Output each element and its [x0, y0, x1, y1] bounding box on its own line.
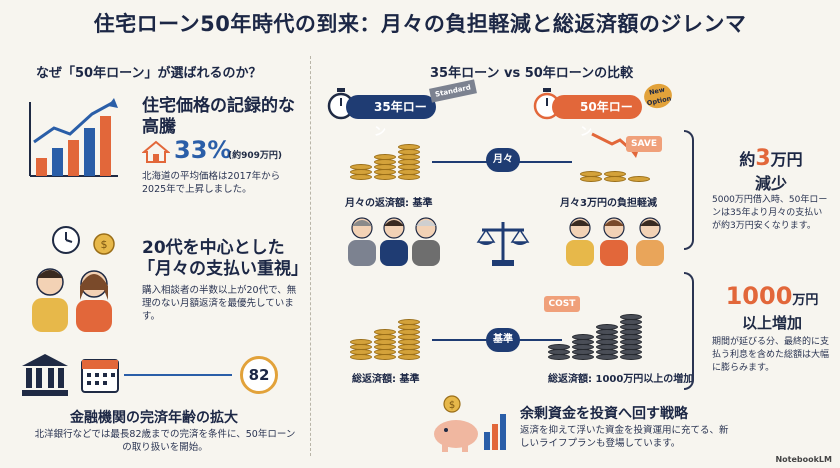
saving-unit: 万円	[770, 150, 803, 169]
notebooklm-watermark: NotebookLM	[775, 455, 832, 464]
label-50-total: 総返済額: 1000万円以上の増加	[548, 374, 694, 385]
age-82-badge: 82	[240, 356, 278, 394]
rising-bar-chart-icon	[29, 98, 118, 177]
page-title: 住宅ローン50年時代の到来：月々の負担軽減と総返済額のジレンマ	[93, 12, 747, 36]
increase-number: 1000	[725, 282, 793, 310]
svg-text:$: $	[101, 238, 108, 251]
item1-percent: 33%	[174, 136, 232, 164]
svg-text:$: $	[449, 400, 455, 411]
pill-35-year: 35年ローン	[346, 95, 436, 138]
item1-desc: 北海道の平均価格は2017年から2025年で上昇しました。	[142, 171, 281, 195]
calendar-icon	[81, 359, 119, 393]
coins-35-monthly	[350, 140, 430, 186]
save-tag: SAVE	[626, 136, 662, 152]
right-section-title: 35年ローン vs 50年ローンの比較	[430, 66, 634, 81]
label-35-monthly: 月々の返済額: 基準	[345, 198, 433, 209]
item2-heading-line1: 20代を中心とした	[142, 238, 285, 258]
coins-50-total	[548, 300, 668, 364]
increase-suffix: 以上増加	[741, 314, 802, 332]
increase-brace	[684, 272, 694, 390]
increase-unit: 万円	[792, 293, 819, 308]
label-50-monthly: 月々3万円の負担軽減	[560, 198, 657, 209]
item1-percent-note: (約909万円)	[228, 151, 283, 161]
coins-35-total	[350, 312, 430, 364]
young-couple-illustration: $	[32, 226, 115, 332]
saving-desc: 5000万円借入時、50年ローンは35年より月々の支払いが約3万円安くなります。	[712, 195, 828, 231]
young-group-50-illustration	[566, 217, 664, 266]
saving-headline: 約3万円	[716, 146, 826, 171]
strategy-desc: 返済を抑えて浮いた資金を投資運用に充てる、新しいライフプランも登場しています。	[520, 425, 729, 449]
pill-50-year: 50年ローン	[552, 95, 642, 138]
left-section-title: なぜ「50年ローン」が選ばれるのか？	[36, 66, 262, 81]
saving-number: 3	[755, 146, 771, 171]
strategy-heading: 余剰資金を投資へ回す戦略	[520, 406, 688, 422]
saving-brace	[684, 130, 694, 250]
family-group-35-illustration	[348, 217, 440, 266]
item3-heading: 金融機関の完済年齢の拡大	[70, 410, 238, 426]
monthly-center-badge: 月々	[486, 148, 520, 172]
new-option-tag: New Option	[641, 81, 675, 111]
label-35-total: 総返済額: 基準	[352, 374, 420, 385]
piggy-bank-growth-icon: $	[434, 395, 506, 452]
increase-headline: 1000万円	[712, 282, 832, 310]
timeline-arrow-line	[124, 374, 232, 376]
item3-desc: 北洋銀行などでは最長82歳までの完済を条件に、50年ローンの取り扱いを開始。	[34, 429, 296, 453]
item1-heading: 住宅価格の記録的な高騰	[142, 96, 295, 137]
total-center-badge: 基準	[486, 328, 520, 352]
coins-50-monthly	[580, 156, 660, 186]
bank-icon	[22, 354, 68, 396]
item2-desc: 購入相談者の半数以上が20代で、無理のない月額返済を最優先しています。	[142, 285, 297, 322]
increase-desc: 期間が延びる分、最終的に支払う利息を含めた総額は大幅に膨らみます。	[712, 337, 830, 373]
saving-suffix: 減少	[754, 174, 787, 193]
item2-heading-line2: 「月々の支払い重視」	[138, 259, 308, 279]
cost-tag: COST	[544, 296, 580, 312]
center-divider	[310, 56, 311, 456]
saving-prefix: 約	[739, 150, 756, 169]
balance-scale-icon	[476, 222, 530, 266]
standard-tag: Standard	[429, 79, 477, 103]
house-icon	[142, 140, 170, 163]
